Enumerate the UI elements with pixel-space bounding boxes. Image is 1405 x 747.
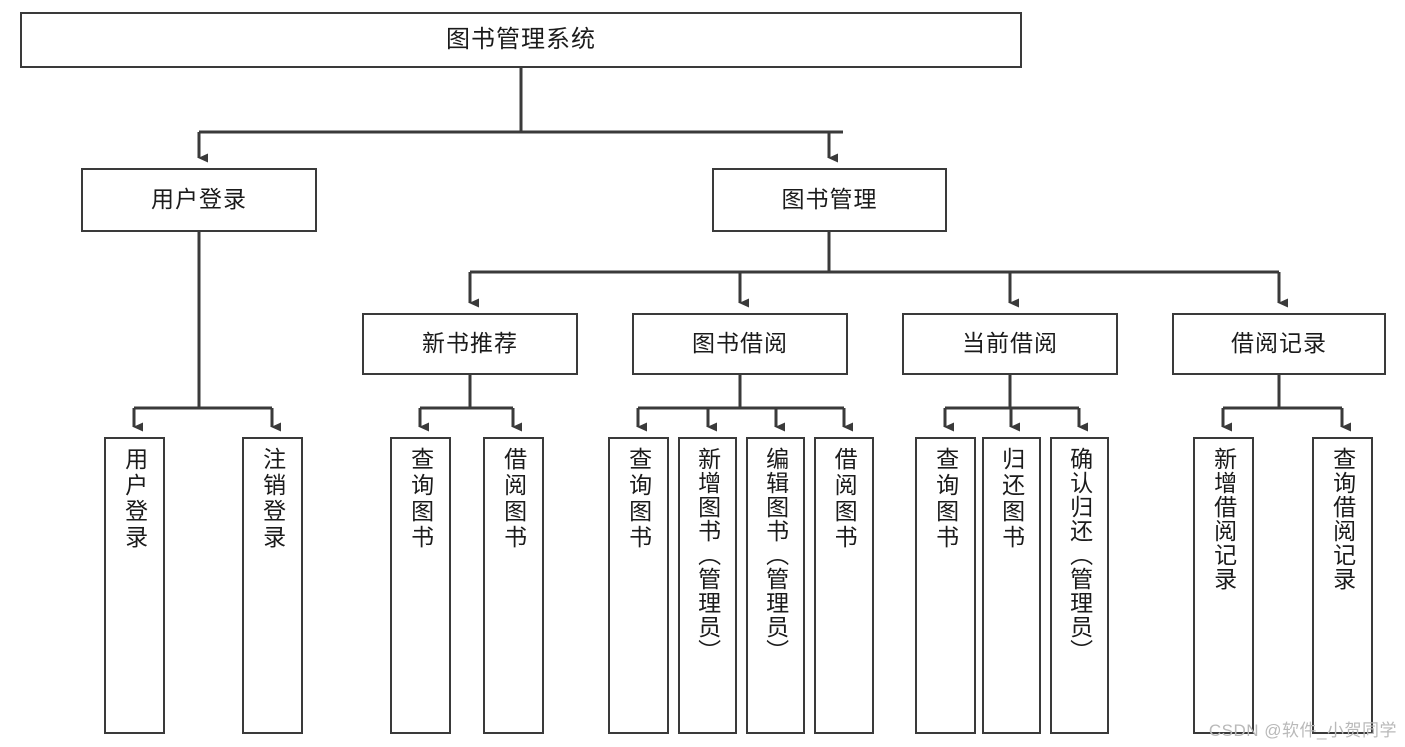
node-label: 注销登录	[259, 447, 286, 551]
node-label: 图书管理	[781, 186, 878, 213]
leaf-add-borrow-record[interactable]: 新增借阅记录	[1193, 437, 1254, 734]
node-borrow-record[interactable]: 借阅记录	[1172, 313, 1386, 375]
leaf-logout[interactable]: 注销登录	[242, 437, 303, 734]
leaf-user-login[interactable]: 用户登录	[104, 437, 165, 734]
leaf-add-book-admin[interactable]: 新增图书（管理员）	[678, 437, 737, 734]
leaf-return-book[interactable]: 归还图书	[982, 437, 1041, 734]
node-current-borrow[interactable]: 当前借阅	[902, 313, 1118, 375]
node-label: 新书推荐	[422, 330, 518, 357]
node-label: 确认归还（管理员）	[1066, 447, 1093, 663]
node-label: 查询借阅记录	[1329, 447, 1356, 591]
leaf-query-borrow-record[interactable]: 查询借阅记录	[1312, 437, 1373, 734]
leaf-query-book-current[interactable]: 查询图书	[915, 437, 976, 734]
node-user-login[interactable]: 用户登录	[81, 168, 317, 232]
node-label: 用户登录	[121, 447, 148, 551]
node-book-management[interactable]: 图书管理	[712, 168, 947, 232]
node-label: 借阅图书	[831, 447, 858, 551]
leaf-confirm-return-admin[interactable]: 确认归还（管理员）	[1050, 437, 1109, 734]
node-label: 图书管理系统	[446, 25, 596, 53]
node-label: 查询图书	[932, 447, 959, 551]
node-label: 查询图书	[407, 447, 434, 551]
node-new-book-recommend[interactable]: 新书推荐	[362, 313, 578, 375]
node-label: 借阅记录	[1231, 330, 1327, 357]
watermark: CSDN @软件_小贺同学	[1208, 721, 1397, 740]
leaf-borrow-book[interactable]: 借阅图书	[814, 437, 874, 734]
leaf-query-book-recommend[interactable]: 查询图书	[390, 437, 451, 734]
node-label: 编辑图书（管理员）	[762, 447, 789, 663]
node-label: 借阅图书	[500, 447, 527, 551]
node-label: 当前借阅	[962, 330, 1058, 357]
node-book-borrow[interactable]: 图书借阅	[632, 313, 848, 375]
leaf-edit-book-admin[interactable]: 编辑图书（管理员）	[746, 437, 805, 734]
node-label: 图书借阅	[692, 330, 788, 357]
node-label: 查询图书	[625, 447, 652, 551]
leaf-query-book-borrow[interactable]: 查询图书	[608, 437, 669, 734]
node-label: 用户登录	[151, 186, 247, 213]
node-label: 新增图书（管理员）	[694, 447, 721, 663]
node-label: 新增借阅记录	[1210, 447, 1237, 591]
node-label: 归还图书	[998, 447, 1025, 551]
leaf-borrow-book-recommend[interactable]: 借阅图书	[483, 437, 544, 734]
node-root-system[interactable]: 图书管理系统	[20, 12, 1022, 68]
